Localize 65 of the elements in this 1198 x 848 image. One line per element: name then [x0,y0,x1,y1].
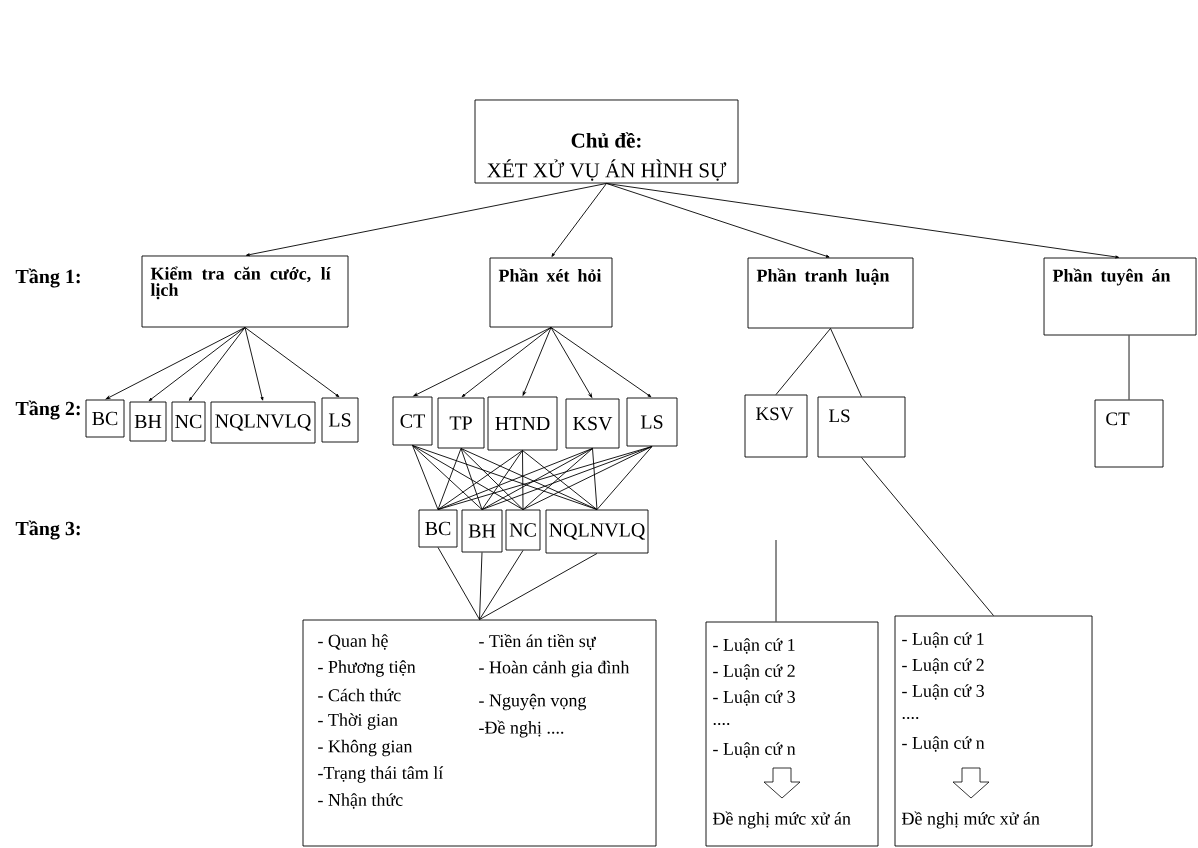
connector-line [481,448,593,510]
connector-line [412,445,439,510]
connector-line [437,547,480,620]
connector-line [461,327,552,398]
participant-box: LS [626,397,678,447]
participant-box: BH [461,509,503,553]
connector-line [1128,335,1130,400]
tier-label: Tầng 2: [15,400,80,420]
participant-box: NQLNVLQ [545,509,649,554]
participant-box: CT [392,396,433,446]
participant-box: BH [129,401,167,442]
participant-box: HTND [487,396,558,451]
connector-line [245,183,607,257]
stage-box: Phần tuyên án [1043,257,1197,336]
participant-box: KSV [565,398,620,449]
content-list-box: - Quan hệ - Phương tiện - Cách thức - Thời gian - Không gian -Trạng thái tâm lí - Nhận thức - Tiền án tiền sự - Hoàn cảnh gia đình - Nguyện vọng -Đề nghị .... [302,619,657,847]
participant-box: LS [321,397,359,443]
participant-box: BC [418,509,458,548]
connector-line [522,450,524,510]
connector-line [437,450,523,510]
connector-line [460,448,524,510]
argument-list-box: - Luận cứ 1 - Luận cứ 2 - Luận cứ 3 .... - Luận cứ n Đề nghị mức xử án [894,615,1093,847]
tier-label: Tầng 1: [15,268,80,288]
connector-line [830,328,862,397]
participant-box: LS [817,396,906,458]
connector-line [522,446,653,510]
topic-box: Chủ đề: XÉT XỬ VỤ ÁN HÌNH SỰ [474,99,739,184]
argument-list-box: - Luận cứ 1 - Luận cứ 2 - Luận cứ 3 .... - Luận cứ n Đề nghị mức xử án [705,621,879,847]
connector-line [148,327,246,402]
connector-line [460,448,598,510]
participant-box: BC [85,399,125,438]
stage-box: Phần tranh luận [747,257,914,329]
connector-line [412,445,483,510]
connector-line [606,183,830,258]
connector-line [244,327,264,401]
participant-box: NC [171,401,206,442]
connector-line [775,328,831,395]
connector-line [550,327,593,398]
connector-line [412,445,524,510]
connector-line [479,552,483,620]
connector-line [481,450,523,510]
connector-line [105,327,246,400]
connector-line [550,327,652,398]
connector-line [188,327,246,401]
participant-box: NQLNVLQ [210,401,316,444]
participant-box: NC [505,509,541,551]
connector-line [244,327,340,398]
stage-box: Phần xét hỏi [489,257,613,328]
connector-line [861,457,994,616]
tier-label: Tầng 3: [15,520,80,540]
connector-line [522,327,552,396]
connector-line [413,327,552,397]
participant-box: CT [1094,399,1164,468]
connector-line [437,448,462,510]
connector-line [551,183,607,257]
connector-line [460,448,483,510]
stage-box: Kiểm tra căn cước, lí lịch [141,255,349,328]
participant-box: TP [437,397,485,449]
connector-line [606,183,1120,259]
connector-line [596,446,653,510]
connector-line [479,550,524,620]
participant-box: KSV [744,394,808,458]
connector-line [775,539,777,622]
connector-line [479,553,598,620]
connector-line [592,448,598,510]
